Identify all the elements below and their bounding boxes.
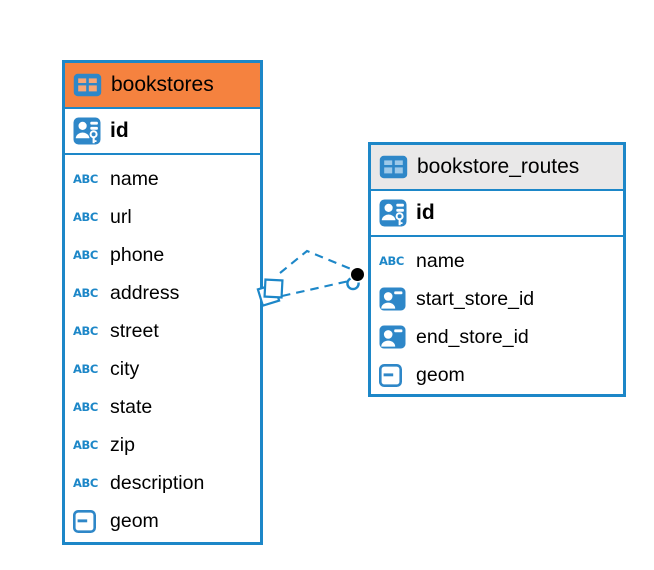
text-icon: ABC [73, 362, 98, 376]
column-row[interactable]: geom [65, 502, 260, 540]
text-icon: ABC [73, 324, 98, 338]
column-row[interactable]: ABC name [371, 242, 623, 280]
text-icon: ABC [73, 438, 98, 452]
column-row[interactable]: ABC state [65, 388, 260, 426]
table-bookstores[interactable]: bookstores id ABC name [62, 60, 263, 545]
text-icon: ABC [73, 286, 98, 300]
column-label: street [110, 319, 159, 342]
text-icon: ABC [73, 400, 98, 414]
column-row[interactable]: end_store_id [371, 318, 623, 356]
relation-line-lower[interactable] [281, 279, 350, 298]
table-bookstore-routes-header[interactable]: bookstore_routes [371, 145, 623, 191]
column-row[interactable]: ABC phone [65, 236, 260, 274]
primary-key-icon [379, 199, 408, 227]
geometry-icon [379, 363, 408, 387]
column-label: geom [110, 509, 159, 532]
text-icon: ABC [379, 254, 404, 268]
table-icon [379, 155, 408, 179]
column-label: description [110, 471, 205, 494]
column-label: id [110, 119, 129, 142]
primary-key-icon [73, 117, 102, 145]
column-row[interactable]: ABC name [65, 160, 260, 198]
column-row-id[interactable]: id [371, 191, 623, 237]
table-title: bookstore_routes [417, 155, 580, 178]
column-row[interactable]: ABC url [65, 198, 260, 236]
column-row[interactable]: ABC zip [65, 426, 260, 464]
column-row[interactable]: ABC street [65, 312, 260, 350]
text-icon: ABC [73, 248, 98, 262]
column-label: name [416, 249, 465, 272]
columns-list: ABC name ABC url ABC phone ABC address A… [65, 155, 260, 544]
table-icon [73, 73, 102, 97]
column-label: city [110, 357, 140, 380]
column-label: geom [416, 363, 465, 386]
column-row[interactable]: start_store_id [371, 280, 623, 318]
text-icon: ABC [73, 476, 98, 490]
table-bookstores-header[interactable]: bookstores [65, 63, 260, 109]
column-row[interactable]: geom [371, 356, 623, 394]
column-label: id [416, 201, 435, 224]
column-row[interactable]: ABC description [65, 464, 260, 502]
column-label: state [110, 395, 153, 418]
column-label: start_store_id [416, 287, 535, 310]
table-bookstore-routes[interactable]: bookstore_routes id ABC name [368, 142, 626, 397]
relation-line-upper[interactable] [279, 249, 352, 274]
reference-icon [379, 325, 408, 349]
columns-list: ABC name start_store_id [371, 237, 623, 398]
column-label: phone [110, 243, 165, 266]
column-row[interactable]: ABC city [65, 350, 260, 388]
column-row-id[interactable]: id [65, 109, 260, 155]
column-label: name [110, 167, 159, 190]
column-label: end_store_id [416, 325, 529, 348]
relation-endpoint-dot[interactable] [346, 266, 366, 291]
column-label: address [110, 281, 180, 304]
column-row[interactable]: ABC address [65, 274, 260, 312]
geometry-icon [73, 509, 102, 533]
reference-icon [379, 287, 408, 311]
text-icon: ABC [73, 172, 98, 186]
column-label: zip [110, 433, 135, 456]
text-icon: ABC [73, 210, 98, 224]
table-title: bookstores [111, 73, 214, 96]
column-label: url [110, 205, 132, 228]
